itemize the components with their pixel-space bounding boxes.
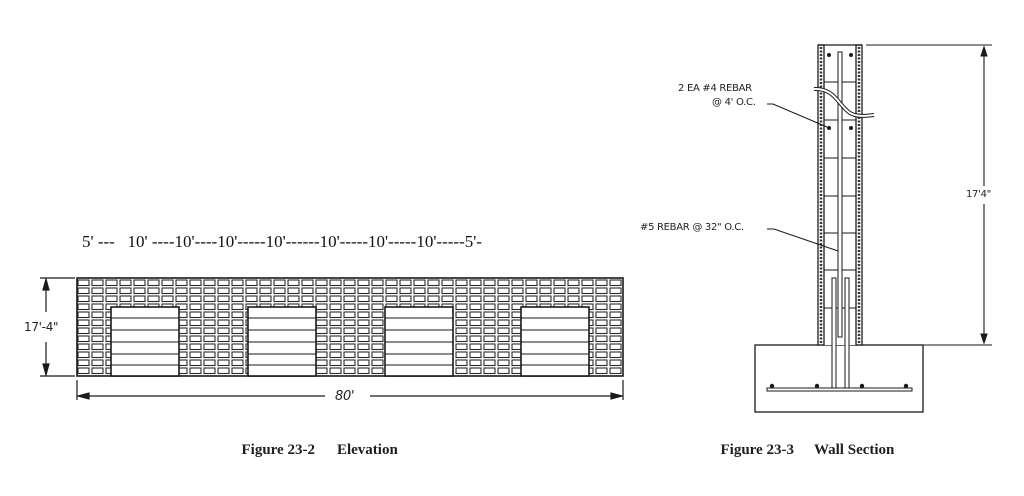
overhead-door-3 <box>384 306 454 377</box>
overhead-door-2 <box>247 306 317 377</box>
callout-horizontal-rebar-line1: 2 EA #4 REBAR <box>678 83 752 94</box>
elevation-height-label: 17'-4" <box>24 320 59 334</box>
section-height-label: 17'4" <box>966 189 991 200</box>
wall-section-drawing <box>754 44 992 413</box>
elevation-length-label: 80' <box>335 389 355 404</box>
overhead-doors <box>110 306 590 377</box>
overhead-door-1 <box>110 306 180 377</box>
leader-mid <box>767 228 839 252</box>
overhead-door-4 <box>520 306 590 377</box>
elevation-length-dimension <box>75 380 625 400</box>
caption-title: Wall Section <box>813 442 895 458</box>
dowel-right <box>844 277 850 389</box>
elevation-height-dimension <box>40 276 75 378</box>
footing <box>754 344 924 413</box>
leader-top <box>767 103 828 128</box>
caption-number: Figure 23-2 <box>241 442 315 458</box>
figure-23-2-caption: Figure 23-2 Elevation <box>234 425 398 459</box>
caption-number: Figure 23-3 <box>720 442 794 458</box>
callout-vertical-rebar: #5 REBAR @ 32" O.C. <box>640 222 744 233</box>
vertical-rebar <box>837 51 843 338</box>
caption-title: Elevation <box>336 442 398 458</box>
dowel-left <box>831 277 837 389</box>
footing-rebar <box>766 387 913 392</box>
callout-horizontal-rebar-line2: @ 4' O.C. <box>712 97 756 108</box>
section-height-dimension <box>866 44 992 346</box>
door-spacing-dimension: 5' --- 10' ----10'----10'-----10'------1… <box>82 232 482 251</box>
figure-23-3-caption: Figure 23-3 Wall Section <box>713 425 895 459</box>
